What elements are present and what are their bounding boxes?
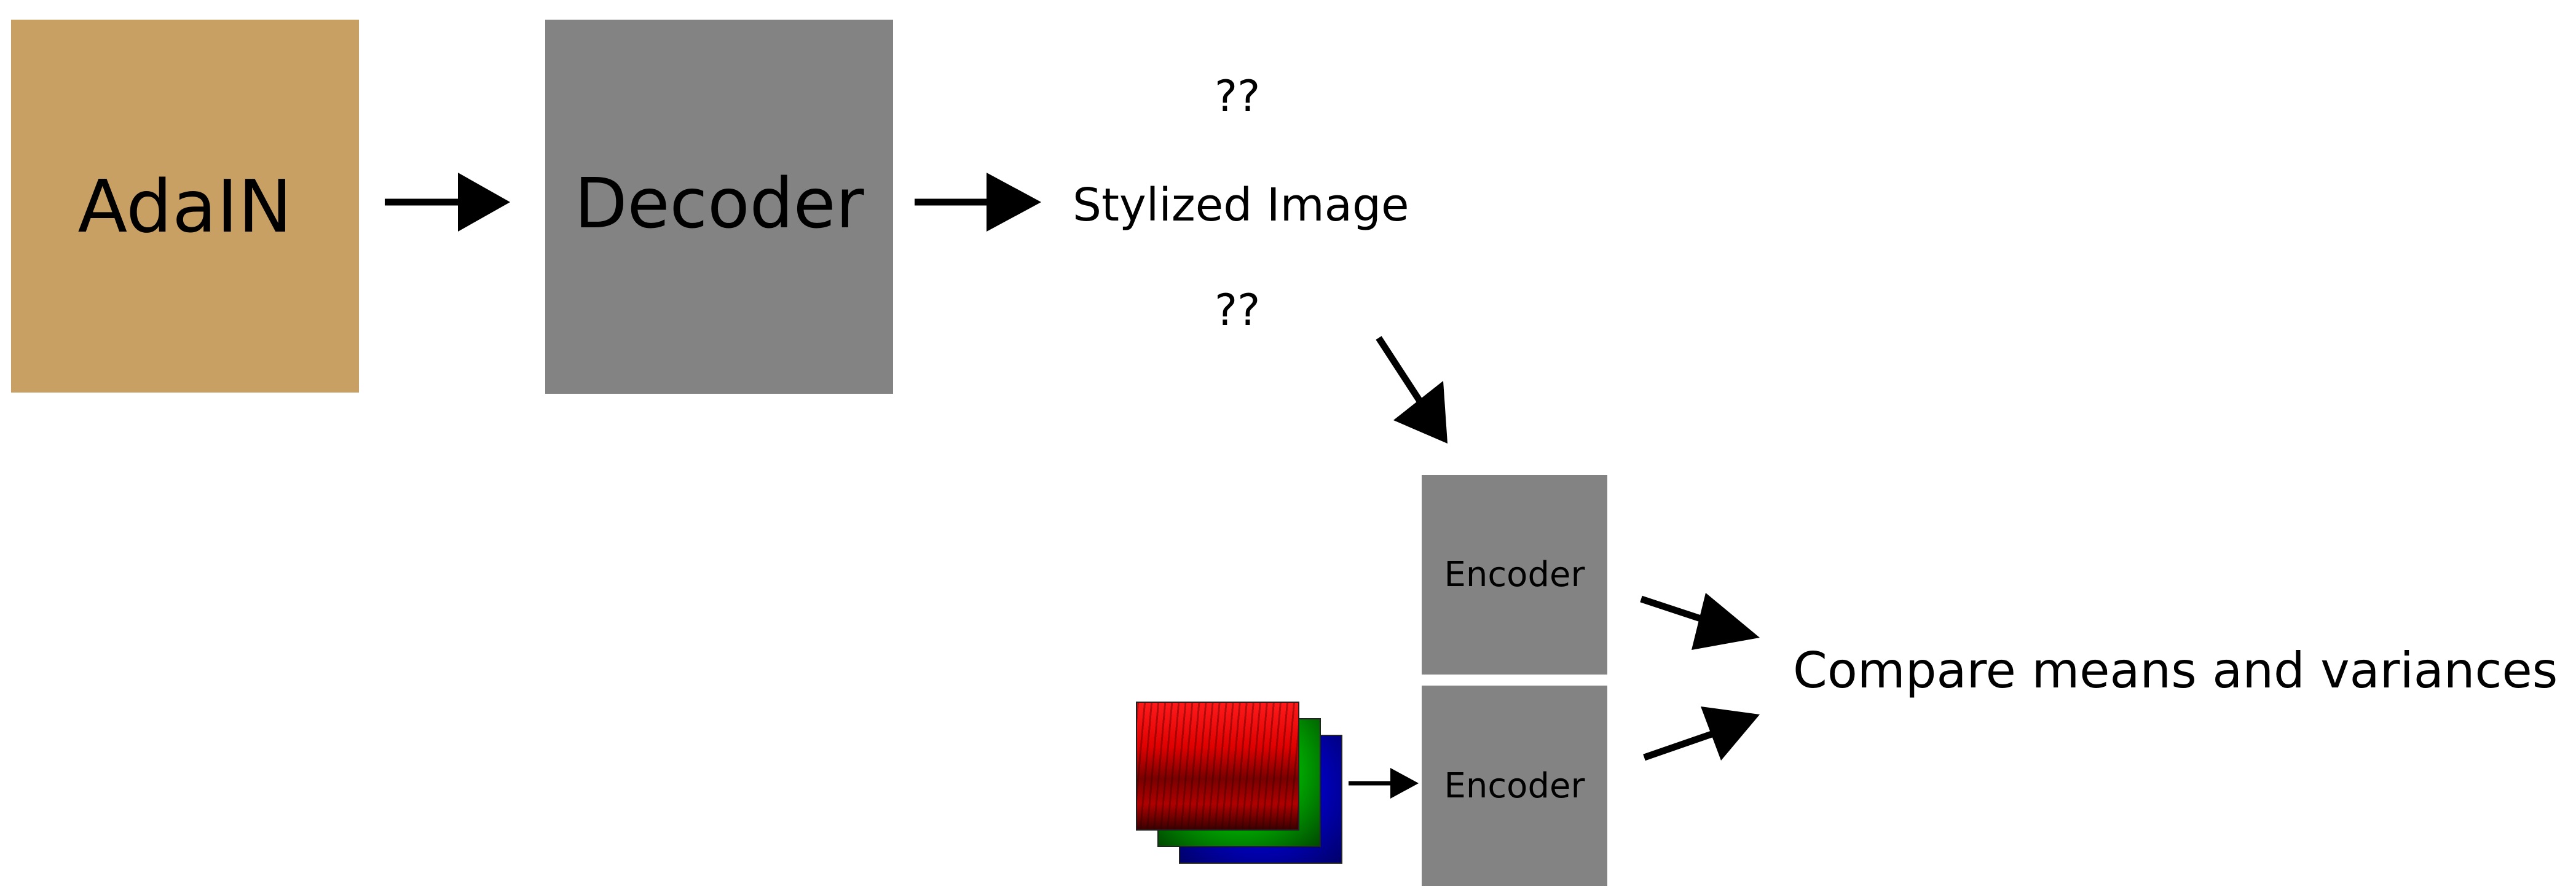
encoder-bottom-block: Encoder — [1422, 686, 1607, 886]
red-channel-image — [1136, 702, 1299, 831]
arrow-adain-to-decoder — [385, 173, 510, 232]
adain-label: AdaIN — [77, 163, 293, 249]
encoder-top-block: Encoder — [1422, 475, 1607, 675]
arrow-decoder-to-stylized — [915, 173, 1041, 232]
compare-label: Compare means and variances — [1793, 642, 2558, 699]
encoder-bottom-label: Encoder — [1444, 765, 1585, 806]
arrow-encoder-top-to-compare — [1640, 593, 1760, 650]
stylized-image-label: Stylized Image — [1073, 179, 1409, 232]
stylized-mark-above: ?? — [1215, 71, 1261, 122]
style-image-stack — [1136, 702, 1345, 866]
decoder-label: Decoder — [574, 163, 864, 244]
arrow-encoder-bottom-to-compare — [1643, 706, 1760, 761]
decoder-block: Decoder — [545, 20, 893, 394]
arrow-stylized-to-encoder — [1376, 335, 1448, 444]
adain-block: AdaIN — [11, 20, 359, 393]
encoder-top-label: Encoder — [1444, 555, 1585, 595]
stylized-mark-below: ?? — [1215, 285, 1261, 335]
arrow-style-to-encoder — [1349, 768, 1419, 799]
